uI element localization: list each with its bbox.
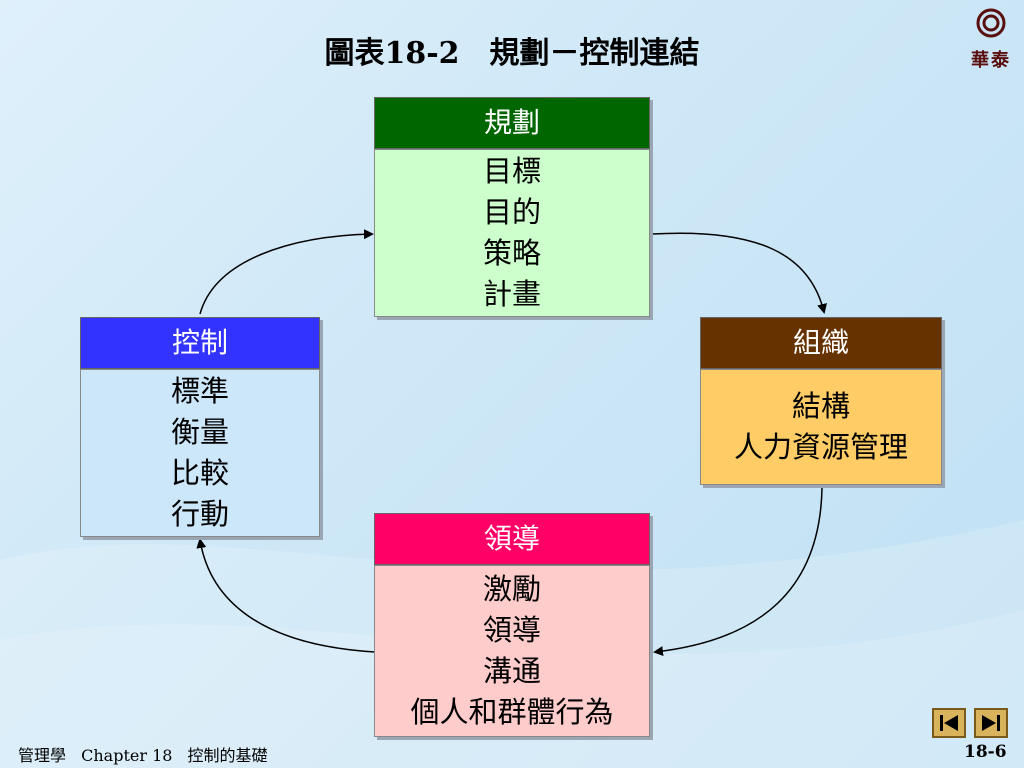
slide-title: 圖表18-2 規劃－控制連結 [324,36,700,71]
publisher-logo-text: 華泰 [971,50,1011,71]
controlling-body: 標準 衡量 比較 行動 [80,369,320,537]
footer-chapter: Chapter 18 [81,746,173,765]
organizing-body: 結構 人力資源管理 [700,369,942,485]
planning-item: 計畫 [482,277,541,311]
arrow-organizing-to-leading [653,487,823,657]
leading-header: 領導 [374,513,650,565]
organizing-box: 組織 結構 人力資源管理 [700,317,942,485]
leading-item: 激勵 [482,572,541,606]
footer-course: 管理學 [18,746,67,765]
footer-topic: 控制的基礎 [187,746,268,765]
planning-body: 目標 目的 策略 計畫 [374,149,650,317]
next-slide-button[interactable] [974,708,1008,738]
arrow-leading-to-controlling [196,538,376,653]
publisher-logo-mark [976,8,1006,38]
arrow-controlling-to-planning [199,229,374,315]
next-slide-icon [982,715,1000,731]
leading-item: 領導 [482,613,541,647]
leading-item: 個人和群體行為 [410,695,614,729]
planning-box: 規劃 目標 目的 策略 計畫 [374,97,650,317]
controlling-item: 行動 [170,497,229,531]
leading-box: 領導 激勵 領導 溝通 個人和群體行為 [374,513,650,737]
controlling-box: 控制 標準 衡量 比較 行動 [80,317,320,537]
planning-item: 目標 [482,154,541,188]
leading-body: 激勵 領導 溝通 個人和群體行為 [374,565,650,737]
publisher-logo: 華泰 [962,8,1020,72]
organizing-header: 組織 [700,317,942,369]
planning-item: 策略 [482,236,541,270]
footer-text: 管理學 Chapter 18 控制的基礎 [18,742,278,766]
controlling-header: 控制 [80,317,320,369]
leading-item: 溝通 [482,654,541,688]
previous-slide-button[interactable] [932,708,966,738]
organizing-item: 結構 [791,389,850,423]
planning-header: 規劃 [374,97,650,149]
controlling-item: 衡量 [170,415,229,449]
controlling-item: 比較 [170,456,229,490]
arrow-planning-to-organizing [651,232,827,314]
previous-slide-icon [940,715,958,731]
planning-item: 目的 [482,195,541,229]
page-number: 18-6 [964,742,1007,762]
organizing-item: 人力資源管理 [733,430,908,464]
controlling-item: 標準 [170,374,229,408]
